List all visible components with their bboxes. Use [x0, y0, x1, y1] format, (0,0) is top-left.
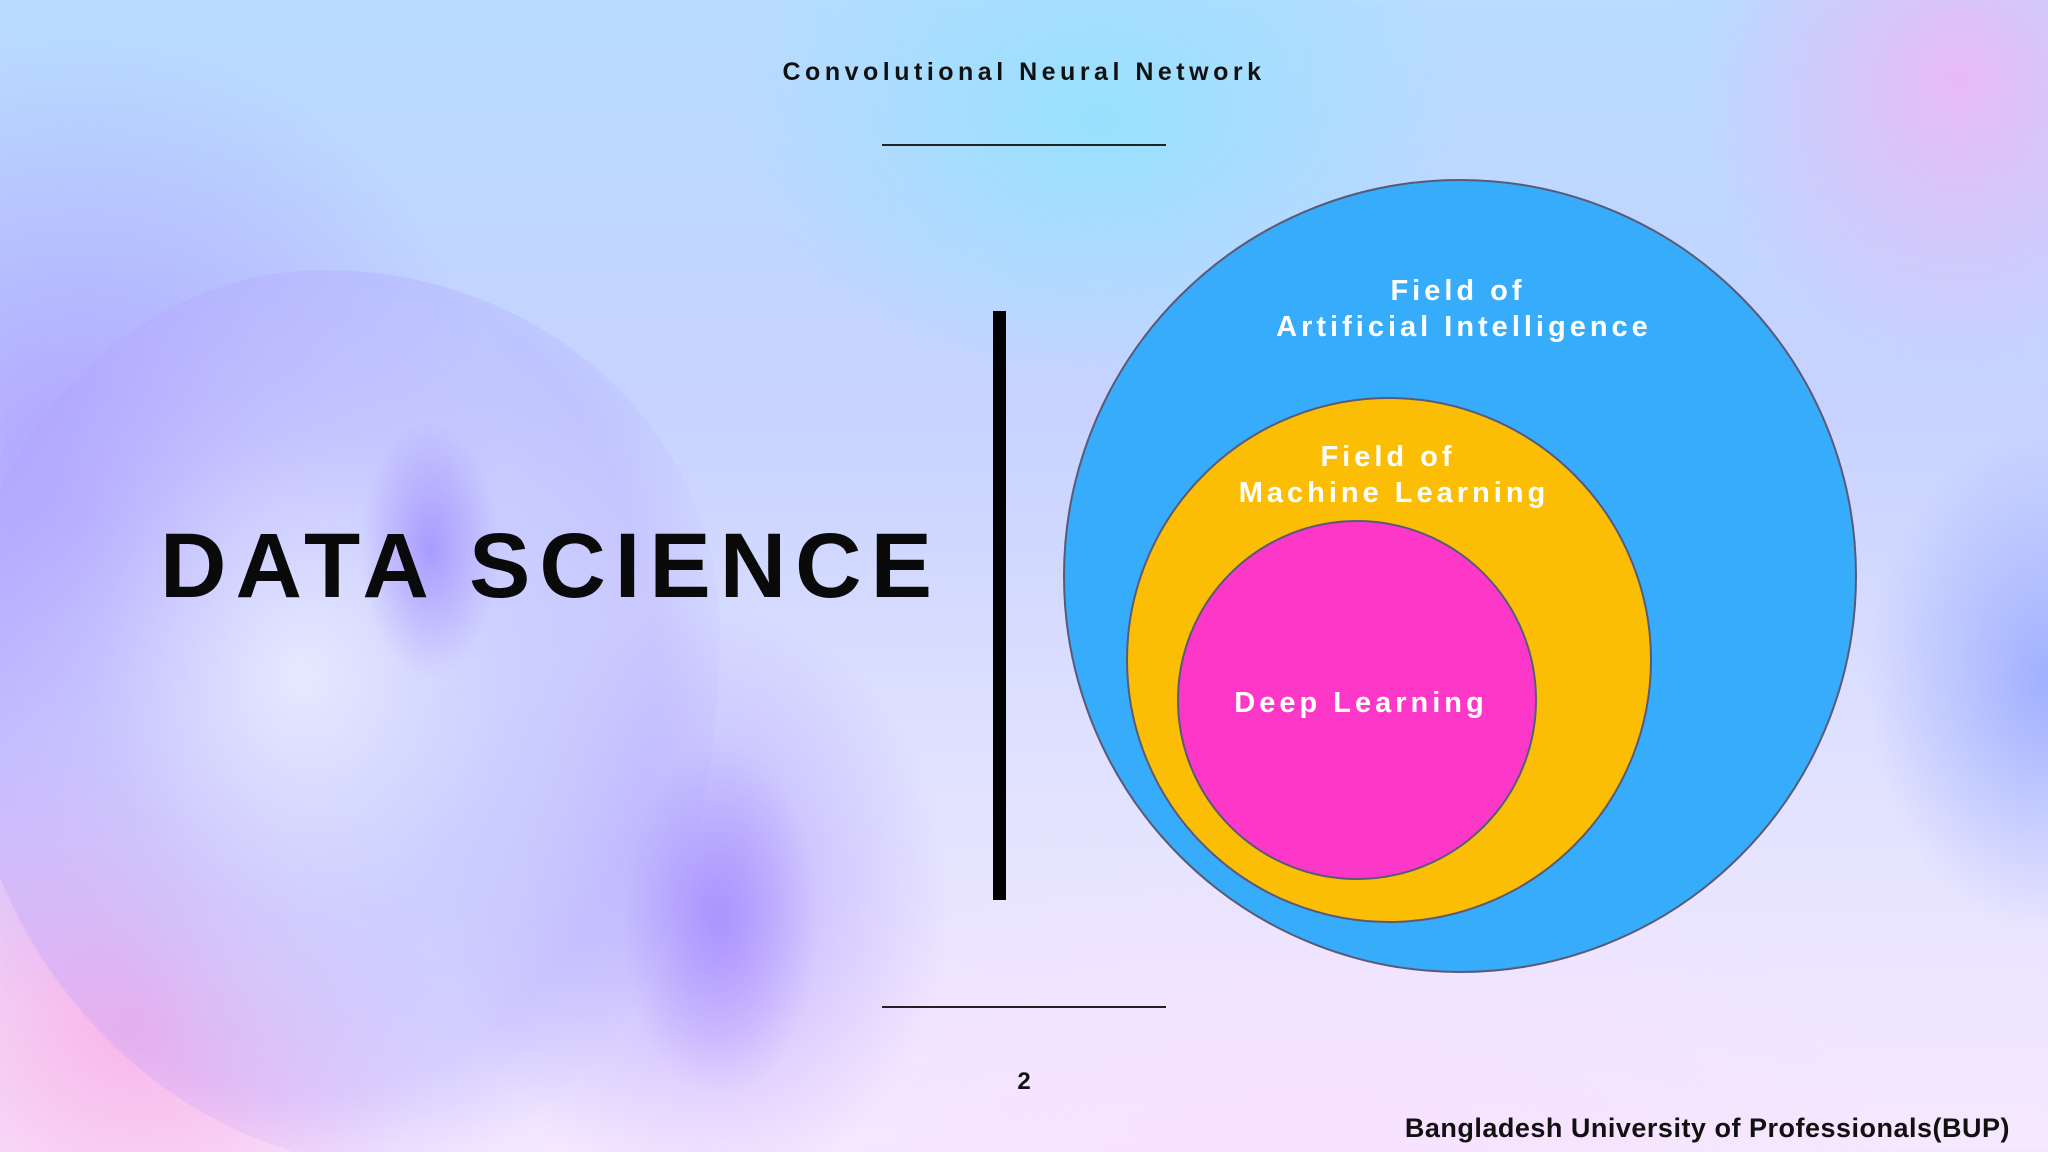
dl-circle: [1177, 520, 1537, 880]
top-divider-line: [882, 144, 1166, 146]
page-number: 2: [1017, 1068, 1031, 1095]
bottom-divider-line: [882, 1006, 1166, 1008]
slide-header-title: Convolutional Neural Network: [782, 58, 1266, 86]
vertical-divider: [993, 311, 1006, 900]
ai-label-line1: Field of: [1390, 275, 1525, 307]
ai-label-line2: Artificial Intelligence: [1276, 311, 1652, 343]
organization-name: Bangladesh University of Professionals(B…: [1404, 1113, 2010, 1143]
slide-main-title: DATA SCIENCE: [160, 515, 941, 617]
ml-label-line2: Machine Learning: [1239, 477, 1550, 509]
dl-label: Deep Learning: [1234, 687, 1487, 719]
ml-label-line1: Field of: [1320, 441, 1455, 473]
